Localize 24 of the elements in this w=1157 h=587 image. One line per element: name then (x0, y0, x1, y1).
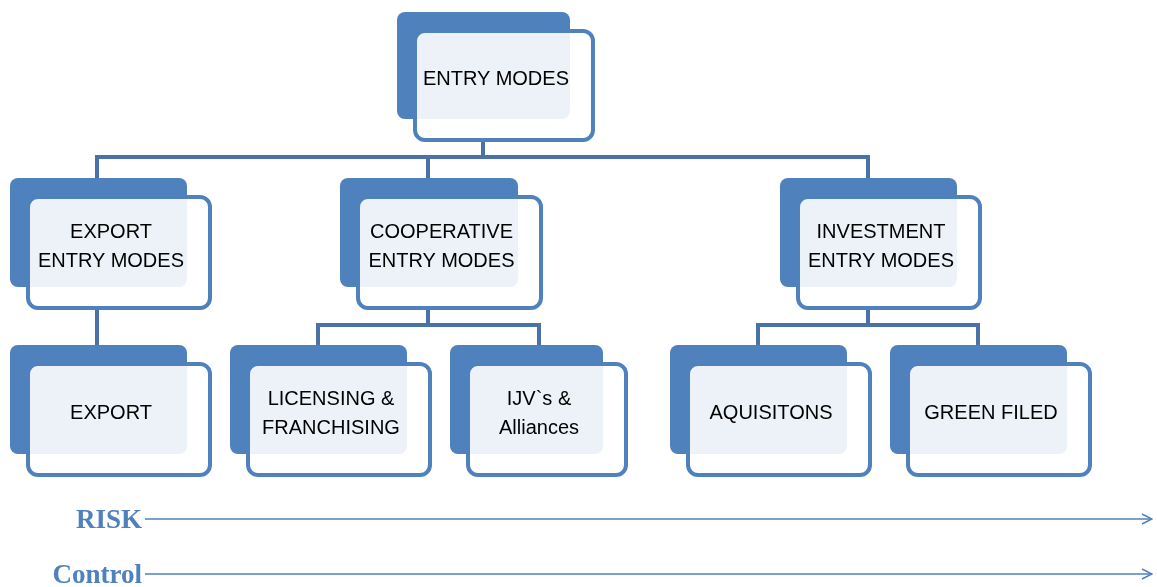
node-label: IJV`s & Alliances (497, 385, 580, 440)
arrow (144, 513, 1153, 525)
node-label: ENTRY MODES (423, 66, 569, 91)
connector-line (481, 140, 870, 178)
stacked-card (670, 345, 872, 477)
stacked-card (890, 345, 1092, 477)
node-label: LICENSING & FRANCHISING (261, 385, 401, 440)
axis-label: RISK (56, 502, 142, 536)
axis-label: Control (24, 557, 142, 587)
stacked-card (780, 178, 982, 310)
stacked-card (230, 345, 432, 477)
stacked-card (450, 345, 628, 477)
node-label: INVESTMENT ENTRY MODES (807, 218, 955, 273)
stacked-card (10, 178, 212, 310)
node-label: GREEN FILED (924, 400, 1058, 425)
stacked-card (340, 178, 543, 310)
node-label: COOPERATIVE ENTRY MODES (367, 218, 516, 273)
stacked-card (10, 345, 212, 477)
connector-line (95, 308, 99, 345)
arrow (144, 568, 1153, 580)
node-label: AQUISITONS (709, 400, 833, 425)
stacked-card (397, 12, 595, 142)
node-label: EXPORT (70, 400, 152, 425)
node-label: EXPORT ENTRY MODES (37, 218, 185, 273)
